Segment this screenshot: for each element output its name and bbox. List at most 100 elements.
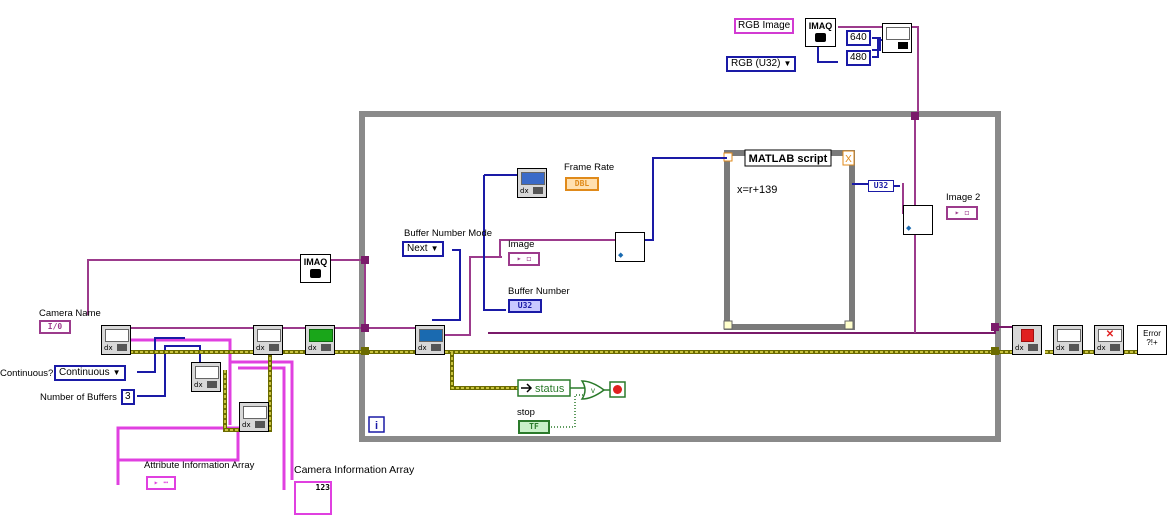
camera-icon	[321, 344, 331, 351]
wire-error-status-a	[450, 352, 518, 390]
unconfigure-icon	[1057, 329, 1081, 342]
image2-terminal[interactable]: ▸ ◻	[946, 206, 978, 220]
wire-buffer-number	[483, 175, 506, 311]
question-icon	[898, 42, 908, 49]
frame-rate-terminal[interactable]: DBL	[565, 177, 599, 191]
configure-icon	[257, 329, 281, 342]
tunnel-rgb-top[interactable]	[911, 112, 919, 120]
matlab-close-box[interactable]	[842, 150, 855, 166]
vi-set-image-size[interactable]	[882, 23, 912, 53]
width-constant[interactable]: 640	[846, 30, 871, 46]
height-constant[interactable]: 480	[846, 50, 871, 66]
dropdown-arrow-icon: ▼	[430, 244, 439, 253]
loop-condition[interactable]	[609, 381, 626, 398]
next-value: Next	[407, 243, 428, 254]
camera-name-label: Camera Name	[39, 308, 101, 319]
iteration-box[interactable]	[368, 416, 385, 433]
image-terminal[interactable]: ▸ ◻	[508, 252, 540, 266]
camera-info-terminal[interactable]: 123	[294, 481, 332, 515]
wire-string-attr	[116, 426, 240, 485]
image2-label: Image 2	[946, 192, 981, 203]
wire-stop-or	[548, 394, 583, 428]
stop-icon	[1021, 329, 1034, 342]
imaq-icon	[815, 33, 826, 42]
vi-image-to-array[interactable]: ◆	[615, 232, 645, 262]
imaq-label: IMAQ	[303, 257, 328, 267]
unbundle-box[interactable]	[517, 379, 571, 397]
or-gate-shape[interactable]	[580, 380, 606, 400]
wire-next	[432, 249, 461, 321]
tunnel-error-left[interactable]	[361, 347, 369, 355]
imaq-create-block[interactable]: IMAQ	[300, 254, 331, 283]
next-ring[interactable]: Next▼	[402, 241, 444, 257]
blue-wires	[137, 37, 900, 397]
while-loop-frame[interactable]	[359, 111, 1001, 442]
or-gate-glyph: v	[591, 386, 595, 395]
tunnel-image-top[interactable]	[361, 256, 369, 264]
attribute-info-terminal[interactable]: ▸ ⋯	[146, 476, 176, 490]
imaq-label: IMAQ	[808, 21, 833, 31]
wire-error-status-b	[451, 352, 518, 389]
vi-close-camera[interactable]: ✕dx	[1094, 325, 1124, 355]
wire-image-outer	[87, 259, 366, 328]
buffer-number-terminal[interactable]: U32	[508, 299, 542, 313]
rgb-u32-ring[interactable]: RGB (U32)▼	[726, 56, 797, 72]
dropdown-arrow-icon: ▼	[783, 59, 792, 68]
camera-icon	[1028, 344, 1038, 351]
vi-frame-rate[interactable]: dx	[517, 168, 547, 198]
camera-icon	[431, 344, 441, 351]
continuous-ring[interactable]: Continuous▼	[54, 365, 126, 381]
grab-image-icon	[419, 329, 443, 342]
vi-start-acquisition[interactable]: dx	[305, 325, 335, 355]
play-icon	[309, 329, 333, 342]
camera-icon	[1069, 344, 1079, 351]
matlab-script-frame[interactable]	[724, 150, 855, 330]
tunnel-error-right[interactable]	[991, 347, 999, 355]
stop-terminal[interactable]: TF	[518, 420, 550, 434]
unbundle-status[interactable]: status	[517, 379, 571, 397]
buffers-constant[interactable]: 3	[121, 389, 135, 405]
wire-continuous	[137, 337, 185, 373]
matlab-close-glyph: X	[845, 154, 852, 165]
while-loop[interactable]	[359, 111, 1001, 442]
vi-configure-grab[interactable]: dx	[253, 325, 283, 355]
vi-simple-error-handler[interactable]: Error?!+	[1137, 325, 1167, 355]
unbundle-status-label: status	[535, 383, 565, 395]
rgb-image-constant[interactable]: RGB Image	[734, 18, 795, 34]
dropdown-arrow-icon: ▼	[112, 368, 121, 377]
rgb-u32-value: RGB (U32)	[731, 58, 781, 69]
matlab-script-node[interactable]: MATLAB script x=r+139 X	[723, 149, 855, 330]
wire-rgb-u32	[817, 40, 838, 63]
wire-dims	[872, 37, 882, 58]
matlab-corner-br	[844, 320, 854, 330]
matlab-corner-bl	[723, 320, 733, 330]
open-camera-icon	[105, 329, 129, 342]
tunnel-image-right[interactable]	[991, 323, 999, 331]
tunnel-image-left[interactable]	[361, 324, 369, 332]
vi-stop-acquisition[interactable]: dx	[1012, 325, 1042, 355]
u32-output-terminal[interactable]: U32	[868, 180, 894, 192]
vi-unconfigure[interactable]: dx	[1053, 325, 1083, 355]
imaq-create-rgb-block[interactable]: IMAQ	[805, 18, 836, 47]
vi-grab-frame[interactable]: dx	[415, 325, 445, 355]
iteration-terminal[interactable]: i	[368, 416, 385, 433]
imaq-icon	[310, 269, 321, 278]
matlab-script-code[interactable]: x=r+139	[737, 184, 777, 196]
wire-string-2	[230, 360, 294, 490]
vi-enum-attributes[interactable]: dx	[191, 362, 221, 392]
camera-name-terminal[interactable]: I/0	[39, 320, 71, 334]
wire-image-to-convert	[470, 239, 616, 258]
frame-rate-label: Frame Rate	[564, 162, 615, 173]
attributes-icon	[195, 366, 219, 379]
vi-open-camera[interactable]: dx	[101, 325, 131, 355]
matlab-script-title: MATLAB script	[749, 153, 828, 165]
camera-icon	[207, 381, 217, 388]
wire-to-script	[645, 157, 727, 241]
stop-label: stop	[517, 407, 535, 418]
vi-array-to-image[interactable]: ◆	[903, 205, 933, 235]
or-gate[interactable]: v	[580, 380, 606, 400]
number-of-buffers-label: Number of Buffers	[40, 392, 117, 403]
wire-string-1	[130, 338, 232, 425]
vi-enum-cameras[interactable]: dx	[239, 402, 269, 432]
